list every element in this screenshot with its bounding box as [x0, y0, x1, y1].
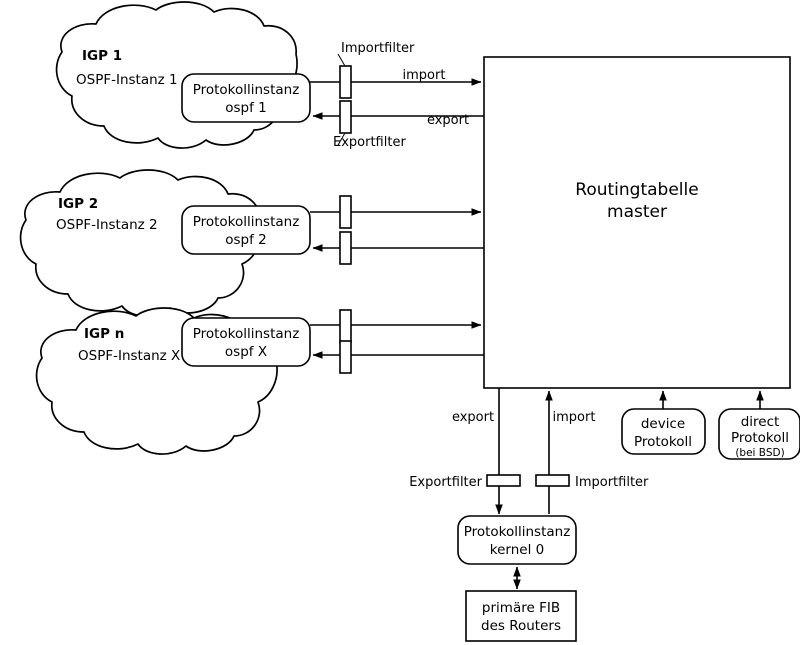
importfilter-box-3[interactable] — [339, 309, 352, 343]
protocol-instance-ospf-1-line2: ospf 1 — [225, 100, 267, 116]
routing-table-master-line2: master — [607, 202, 667, 222]
protocol-instance-kernel-0[interactable]: Protokollinstanz kernel 0 — [457, 515, 577, 565]
bottom-exportfilter-box[interactable] — [486, 474, 521, 487]
direct-protocol-box[interactable]: direct Protokoll (bei BSD) — [718, 408, 800, 460]
import-label-1: import — [403, 68, 446, 83]
primary-fib-line2: des Routers — [481, 618, 561, 634]
direct-protocol-line3: (bei BSD) — [735, 447, 784, 459]
routing-table-master[interactable]: Routingtabelle master — [483, 56, 791, 389]
device-protocol-line2: Protokoll — [634, 434, 692, 450]
device-protocol-line1: device — [641, 416, 685, 432]
primary-fib-box[interactable]: primäre FIB des Routers — [465, 590, 577, 642]
protocol-instance-ospf-x[interactable]: Protokollinstanz ospf X — [181, 317, 311, 367]
igp-cloud-1-title: IGP 1 — [82, 48, 122, 64]
protocol-instance-ospf-2-line2: ospf 2 — [225, 232, 267, 248]
bottom-export-label: export — [452, 410, 494, 425]
exportfilter-box-1[interactable] — [339, 100, 352, 134]
igp-cloud-3-subtitle: OSPF-Instanz X — [78, 348, 180, 364]
protocol-instance-ospf-x-line2: ospf X — [225, 344, 267, 360]
bottom-import-label: import — [553, 410, 596, 425]
primary-fib-line1: primäre FIB — [482, 600, 560, 616]
protocol-instance-ospf-1-line1: Protokollinstanz — [193, 82, 300, 98]
kernel-instance-line2: kernel 0 — [490, 542, 544, 558]
bottom-importfilter-box[interactable] — [535, 474, 570, 487]
importfilter-label-1: Importfilter — [341, 41, 415, 56]
exportfilter-box-3[interactable] — [339, 340, 352, 374]
exportfilter-label-1: Exportfilter — [333, 135, 406, 150]
igp-cloud-2-subtitle: OSPF-Instanz 2 — [56, 217, 158, 233]
importfilter-box-2[interactable] — [339, 195, 352, 229]
routing-table-master-line1: Routingtabelle — [575, 180, 698, 200]
direct-protocol-line1: direct — [741, 414, 780, 430]
igp-cloud-3-title: IGP n — [84, 326, 124, 342]
direct-protocol-line2: Protokoll — [731, 430, 789, 446]
kernel-instance-line1: Protokollinstanz — [464, 524, 571, 540]
importfilter-box-1[interactable] — [339, 65, 352, 99]
exportfilter-box-2[interactable] — [339, 231, 352, 265]
protocol-instance-ospf-2[interactable]: Protokollinstanz ospf 2 — [181, 205, 311, 255]
igp-cloud-1-subtitle: OSPF-Instanz 1 — [76, 72, 178, 88]
importfilter-leader-1 — [337, 53, 346, 67]
protocol-instance-ospf-x-line1: Protokollinstanz — [193, 326, 300, 342]
bottom-exportfilter-label: Exportfilter — [409, 475, 482, 490]
protocol-instance-ospf-2-line1: Protokollinstanz — [193, 214, 300, 230]
export-label-1: export — [427, 113, 469, 128]
exportfilter-leader-1 — [337, 132, 346, 146]
bottom-importfilter-label: Importfilter — [575, 475, 649, 490]
device-protocol-box[interactable]: device Protokoll — [621, 408, 706, 455]
igp-cloud-2-title: IGP 2 — [58, 196, 98, 212]
protocol-instance-ospf-1[interactable]: Protokollinstanz ospf 1 — [181, 73, 311, 123]
